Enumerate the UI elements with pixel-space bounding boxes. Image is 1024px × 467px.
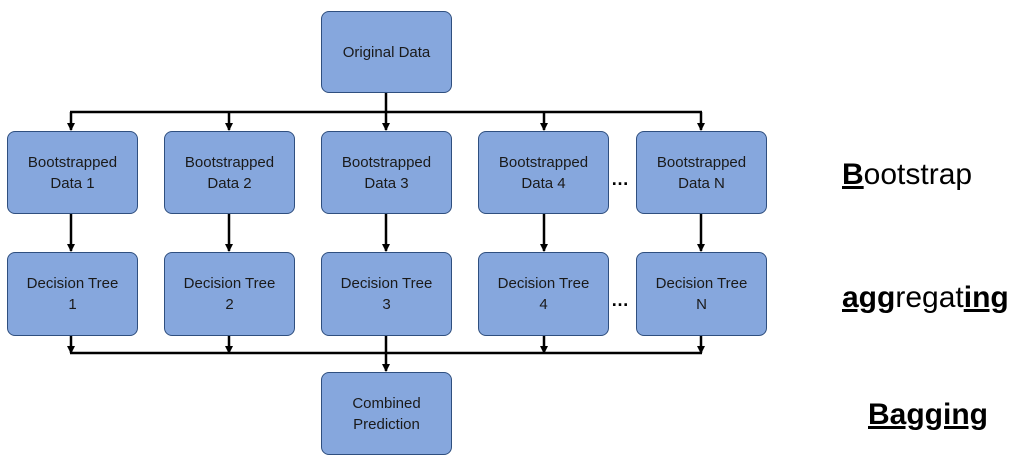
- bootstrapped-index: Data 4: [521, 174, 566, 192]
- decision-tree-index: 4: [539, 296, 548, 313]
- bootstrapped-index: Data 1: [50, 174, 95, 192]
- decision-tree-label: Decision Tree: [340, 275, 433, 292]
- bootstrapped-index: Data 3: [364, 174, 409, 192]
- aggregating-label-part3: ing: [963, 281, 1009, 314]
- bagging-label: Bagging: [868, 398, 988, 431]
- bootstrapped-label: Bootstrapped: [656, 153, 747, 171]
- bootstrap-label-rest: ootstrap: [863, 158, 973, 191]
- bootstrapped-label: Bootstrapped: [27, 153, 118, 171]
- bootstrapped-label: Bootstrapped: [184, 153, 275, 171]
- decision-tree-label: Decision Tree: [497, 275, 590, 292]
- bootstrapped-data-box-n: Bootstrapped Data N: [636, 131, 767, 214]
- bootstrapped-data-box-1: Bootstrapped Data 1: [7, 131, 138, 214]
- decision-tree-index: N: [696, 296, 707, 313]
- decision-tree-box-4: Decision Tree 4: [478, 252, 609, 336]
- decision-tree-box-n: Decision Tree N: [636, 252, 767, 336]
- decision-tree-label: Decision Tree: [26, 275, 119, 292]
- bootstrapped-label: Bootstrapped: [341, 153, 432, 171]
- bootstrapped-data-box-2: Bootstrapped Data 2: [164, 131, 295, 214]
- ellipsis-trees: …: [611, 290, 629, 310]
- aggregating-label-part2: regat: [895, 281, 964, 314]
- bootstrapped-index: Data 2: [207, 174, 252, 192]
- decision-tree-label: Decision Tree: [655, 275, 748, 292]
- bootstrapped-data-box-3: Bootstrapped Data 3: [321, 131, 452, 214]
- combined-prediction-box: Combined Prediction: [321, 372, 452, 455]
- combined-label-line2: Prediction: [353, 415, 420, 433]
- original-data-label: Original Data: [342, 43, 431, 61]
- aggregating-label: aggregating: [842, 281, 1009, 315]
- decision-tree-label: Decision Tree: [183, 275, 276, 292]
- bootstrap-label: Bootstrap: [842, 158, 972, 192]
- decision-tree-index: 2: [225, 296, 234, 313]
- combined-label-line1: Combined: [352, 394, 421, 412]
- decision-tree-index: 1: [68, 296, 77, 313]
- decision-tree-box-3: Decision Tree 3: [321, 252, 452, 336]
- decision-tree-box-1: Decision Tree 1: [7, 252, 138, 336]
- aggregating-label-part1: agg: [842, 281, 896, 314]
- bootstrapped-label: Bootstrapped: [498, 153, 589, 171]
- decision-tree-index: 3: [382, 296, 391, 313]
- bootstrapped-data-box-4: Bootstrapped Data 4: [478, 131, 609, 214]
- bootstrap-label-strong: B: [842, 158, 864, 191]
- ellipsis-bootstrapped: …: [611, 169, 629, 189]
- original-data-box: Original Data: [321, 11, 452, 93]
- bootstrapped-index: Data N: [678, 174, 725, 192]
- decision-tree-box-2: Decision Tree 2: [164, 252, 295, 336]
